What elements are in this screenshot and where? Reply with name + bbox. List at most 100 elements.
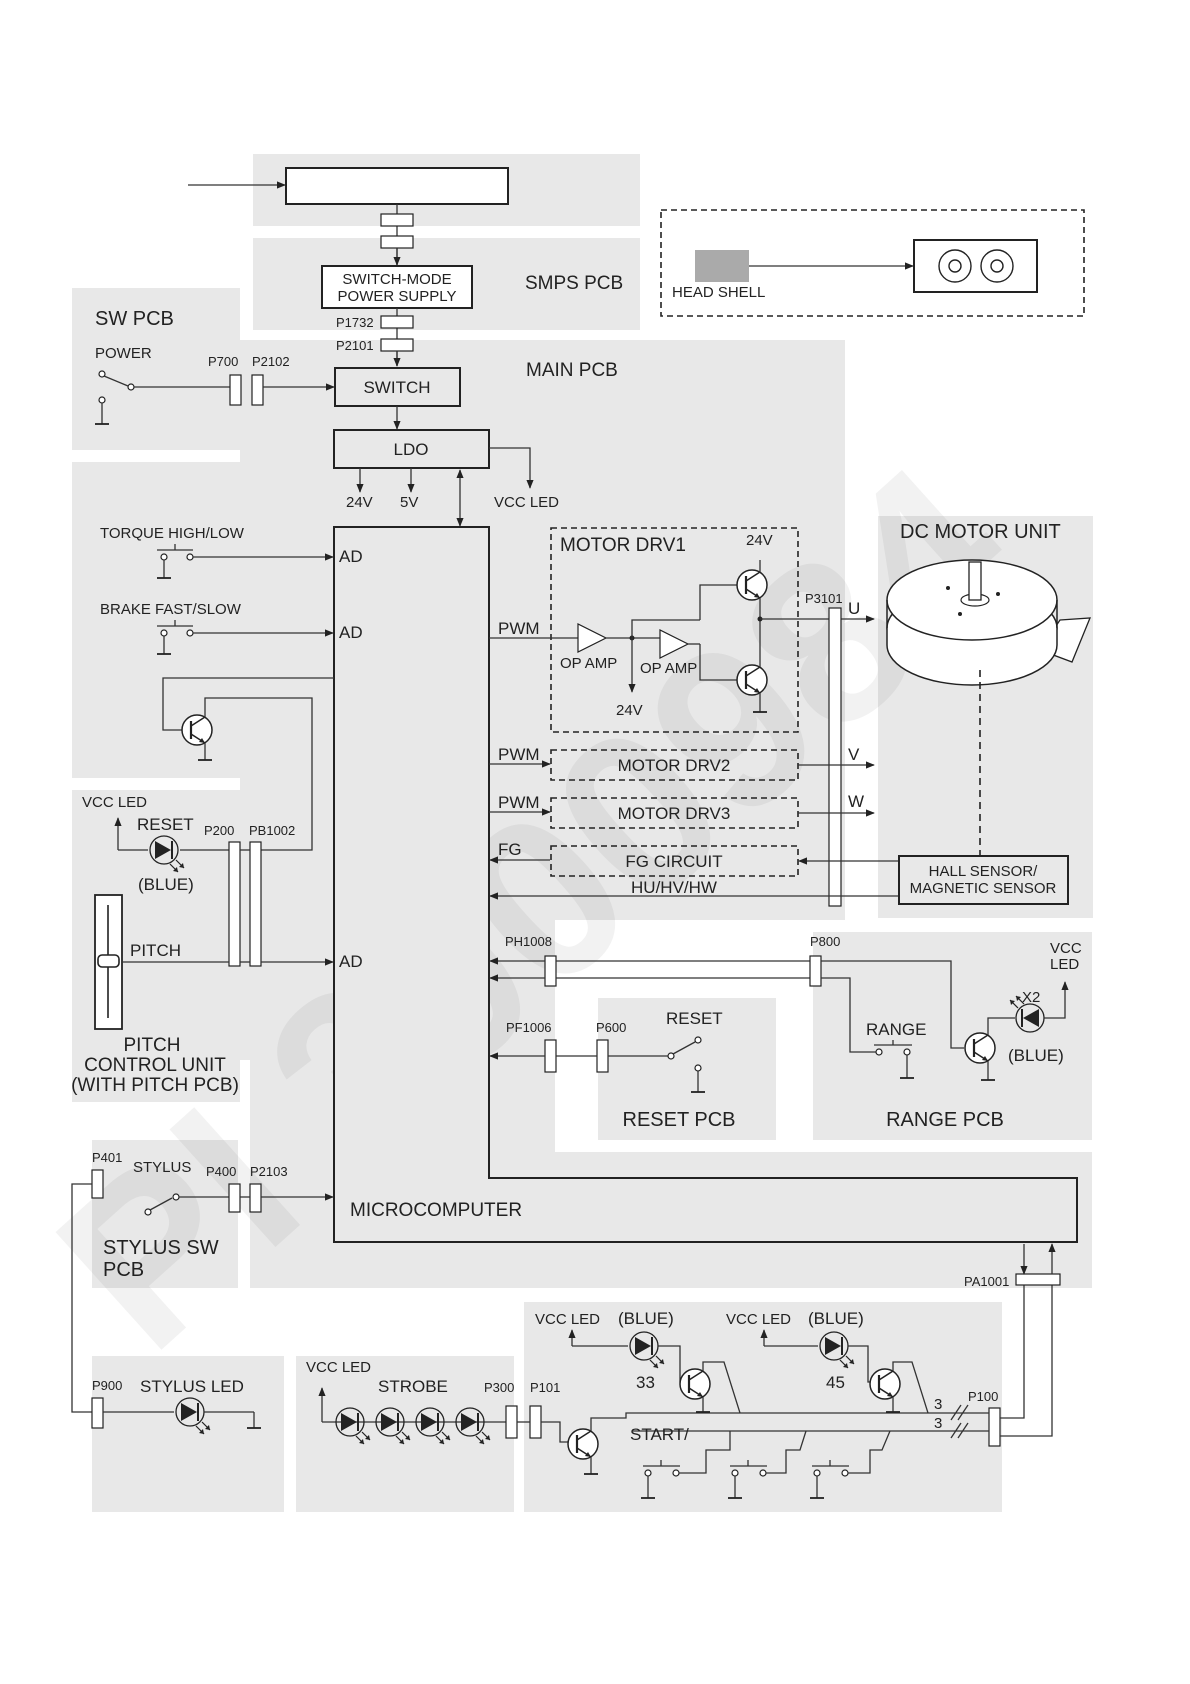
reset-pcb-title: RESET PCB — [623, 1109, 736, 1131]
blue-label-pitch: (BLUE) — [138, 875, 194, 894]
connector-p300 — [505, 1405, 518, 1439]
head-shell-icon — [695, 250, 749, 282]
connector-p2102 — [251, 374, 264, 406]
connector-pb1002 — [249, 841, 262, 967]
connector-p3101 — [828, 607, 842, 907]
phase-w-label: W — [848, 792, 864, 811]
tact-switch-start — [640, 1431, 731, 1499]
pitch-unit-label-1: PITCH — [124, 1035, 181, 1056]
stylus-led-pcb-area — [92, 1356, 284, 1512]
bus-3-label-2: 3 — [934, 1415, 942, 1432]
connector-p401 — [91, 1169, 104, 1199]
smps-pcb-title: SMPS PCB — [525, 273, 623, 294]
connector-p900 — [91, 1397, 104, 1429]
microcomputer-label: MICROCOMPUTER — [350, 1200, 522, 1221]
dc-motor-illustration — [886, 559, 1091, 686]
pitch-unit-label-3: (WITH PITCH PCB) — [71, 1075, 239, 1096]
tact-switch-33 — [727, 1430, 807, 1499]
speed-45-label: 45 — [826, 1373, 845, 1392]
blue-label-45: (BLUE) — [808, 1309, 864, 1328]
pb1002-label: PB1002 — [249, 823, 295, 838]
blue-label-33: (BLUE) — [618, 1309, 674, 1328]
range-label: RANGE — [866, 1020, 926, 1039]
x2-label: X2 — [1022, 989, 1040, 1006]
stylus-label: STYLUS — [133, 1159, 191, 1176]
vcc-label-range: VCC — [1050, 940, 1082, 957]
fg-circuit-block — [550, 845, 799, 877]
connector-p2103 — [249, 1183, 262, 1213]
bus-3-label-1: 3 — [934, 1396, 942, 1413]
switch-label: SWITCH — [363, 378, 430, 397]
p1732-label: P1732 — [336, 315, 374, 330]
smps-block — [321, 265, 473, 309]
vcc-led-label-pitch: VCC LED — [82, 794, 147, 811]
smps-label-2: POWER SUPPLY — [338, 288, 457, 305]
fg-label: FG — [498, 840, 522, 859]
main-pcb-title: MAIN PCB — [526, 360, 618, 381]
p600-label: P600 — [596, 1020, 626, 1035]
head-shell-label: HEAD SHELL — [672, 284, 765, 301]
connector-p700 — [229, 374, 242, 406]
pwm-label-2: PWM — [498, 745, 540, 764]
tact-switch-45 — [809, 1430, 891, 1499]
op-amp-label-1: OP AMP — [560, 655, 617, 672]
led-label-range: LED — [1050, 956, 1079, 973]
p400-label: P400 — [206, 1164, 236, 1179]
sw-pcb-area — [72, 288, 240, 450]
v24-label-drv1-bottom: 24V — [616, 702, 643, 719]
p3101-label: P3101 — [805, 591, 843, 606]
p2103-label: P2103 — [250, 1164, 288, 1179]
smps-label-1: SWITCH-MODE — [342, 271, 451, 288]
ph1008-label: PH1008 — [505, 934, 552, 949]
pf1006-label: PF1006 — [506, 1020, 552, 1035]
motor-drv2-label: MOTOR DRV2 — [618, 756, 731, 775]
stylus-sw-title-2: PCB — [103, 1259, 144, 1281]
pwm-label-3: PWM — [498, 793, 540, 812]
pwm-label-1: PWM — [498, 619, 540, 638]
ad-label-brake: AD — [339, 623, 363, 642]
hu-hv-hw-label: HU/HV/HW — [631, 878, 717, 897]
p300-label: P300 — [484, 1380, 514, 1395]
phase-v-label: V — [848, 745, 860, 764]
microcomputer-block — [333, 526, 1078, 1243]
speed-33-label: 33 — [636, 1373, 655, 1392]
connector-p800 — [809, 955, 822, 987]
main-pcb-area — [72, 340, 1092, 1288]
p100-label: P100 — [968, 1389, 998, 1404]
motor-drv1-label: MOTOR DRV1 — [560, 535, 686, 556]
connector-p400 — [228, 1183, 241, 1213]
p900-label: P900 — [92, 1378, 122, 1393]
stylus-led-label: STYLUS LED — [140, 1377, 244, 1396]
p101-label: P101 — [530, 1380, 560, 1395]
op-amp-label-2: OP AMP — [640, 660, 697, 677]
hall-sensor-label-1: HALL SENSOR/ — [929, 863, 1038, 880]
blue-label-range: (BLUE) — [1008, 1046, 1064, 1065]
connector-p101 — [529, 1405, 542, 1439]
p2102-label: P2102 — [252, 354, 290, 369]
torque-label: TORQUE HIGH/LOW — [100, 525, 245, 542]
hall-sensor-block — [898, 855, 1069, 905]
fg-circuit-label: FG CIRCUIT — [625, 852, 722, 871]
ad-label-pitch: AD — [339, 952, 363, 971]
hall-sensor-label-2: MAGNETIC SENSOR — [910, 880, 1057, 897]
connector-p100 — [988, 1407, 1001, 1447]
ad-label-torque: AD — [339, 547, 363, 566]
vcc-led-label-strobe: VCC LED — [306, 1359, 371, 1376]
cartridge-output-block — [913, 239, 1038, 293]
motor-drv3-label: MOTOR DRV3 — [618, 804, 731, 823]
connector-pf1006 — [544, 1039, 557, 1073]
stylus-sw-pcb-area — [92, 1140, 238, 1288]
brake-label: BRAKE FAST/SLOW — [100, 601, 242, 618]
reset-label-pitch: RESET — [137, 815, 194, 834]
vcc-led-label-main: VCC LED — [494, 494, 559, 511]
head-shell-unit — [660, 209, 1085, 317]
reset-label-reset-pcb: RESET — [666, 1009, 723, 1028]
motor-drv1-block — [550, 527, 799, 733]
p401-label: P401 — [92, 1150, 122, 1165]
ldo-label: LDO — [394, 440, 429, 459]
switch-block — [334, 367, 461, 407]
p800-label: P800 — [810, 934, 840, 949]
strobe-label: STROBE — [378, 1377, 448, 1396]
stylus-sw-title-1: STYLUS SW — [103, 1237, 219, 1259]
